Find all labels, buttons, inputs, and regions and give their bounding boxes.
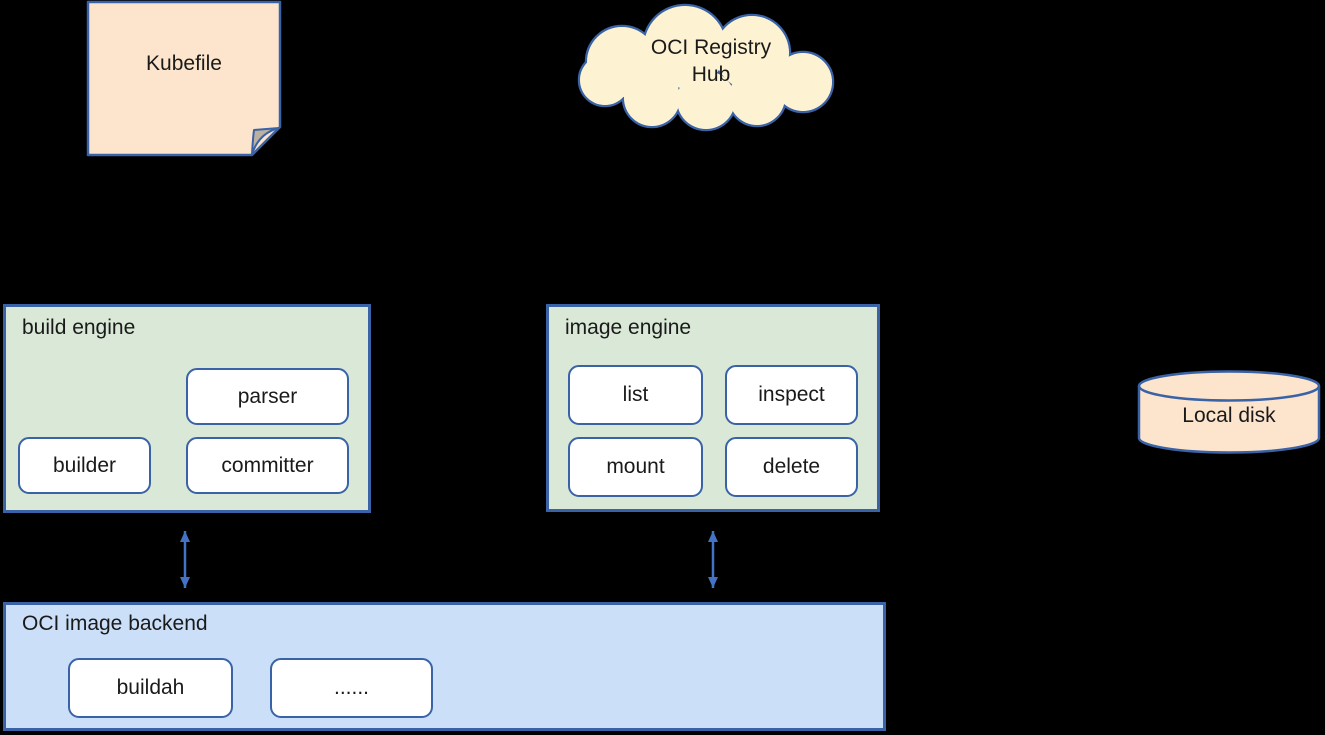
oci-image-backend-box: OCI image backend buildah ...... [3,602,886,731]
local-disk-label: Local disk [1182,404,1276,427]
parser-box: parser [186,368,349,425]
kubefile-label: Kubefile [146,52,222,75]
ellipsis-box: ...... [270,658,433,718]
oci-image-backend-title: OCI image backend [22,612,208,635]
committer-box: committer [186,437,349,494]
image-engine-title: image engine [565,316,692,339]
oci-registry-hub-label: OCI Registry Hub [650,36,772,86]
mount-box: mount [568,437,703,497]
connector-registry-image-engine [708,131,719,298]
kubefile-note-fold [251,127,280,155]
build-engine-title: build engine [22,316,136,339]
build-engine-box: build engine parser builder committer [3,304,371,513]
inspect-box: inspect [725,365,858,425]
list-box: list [568,365,703,425]
builder-box: builder [18,437,151,494]
buildah-box: buildah [68,658,233,718]
delete-box: delete [725,437,858,497]
image-engine-box: image engine list inspect mount delete [546,304,880,512]
